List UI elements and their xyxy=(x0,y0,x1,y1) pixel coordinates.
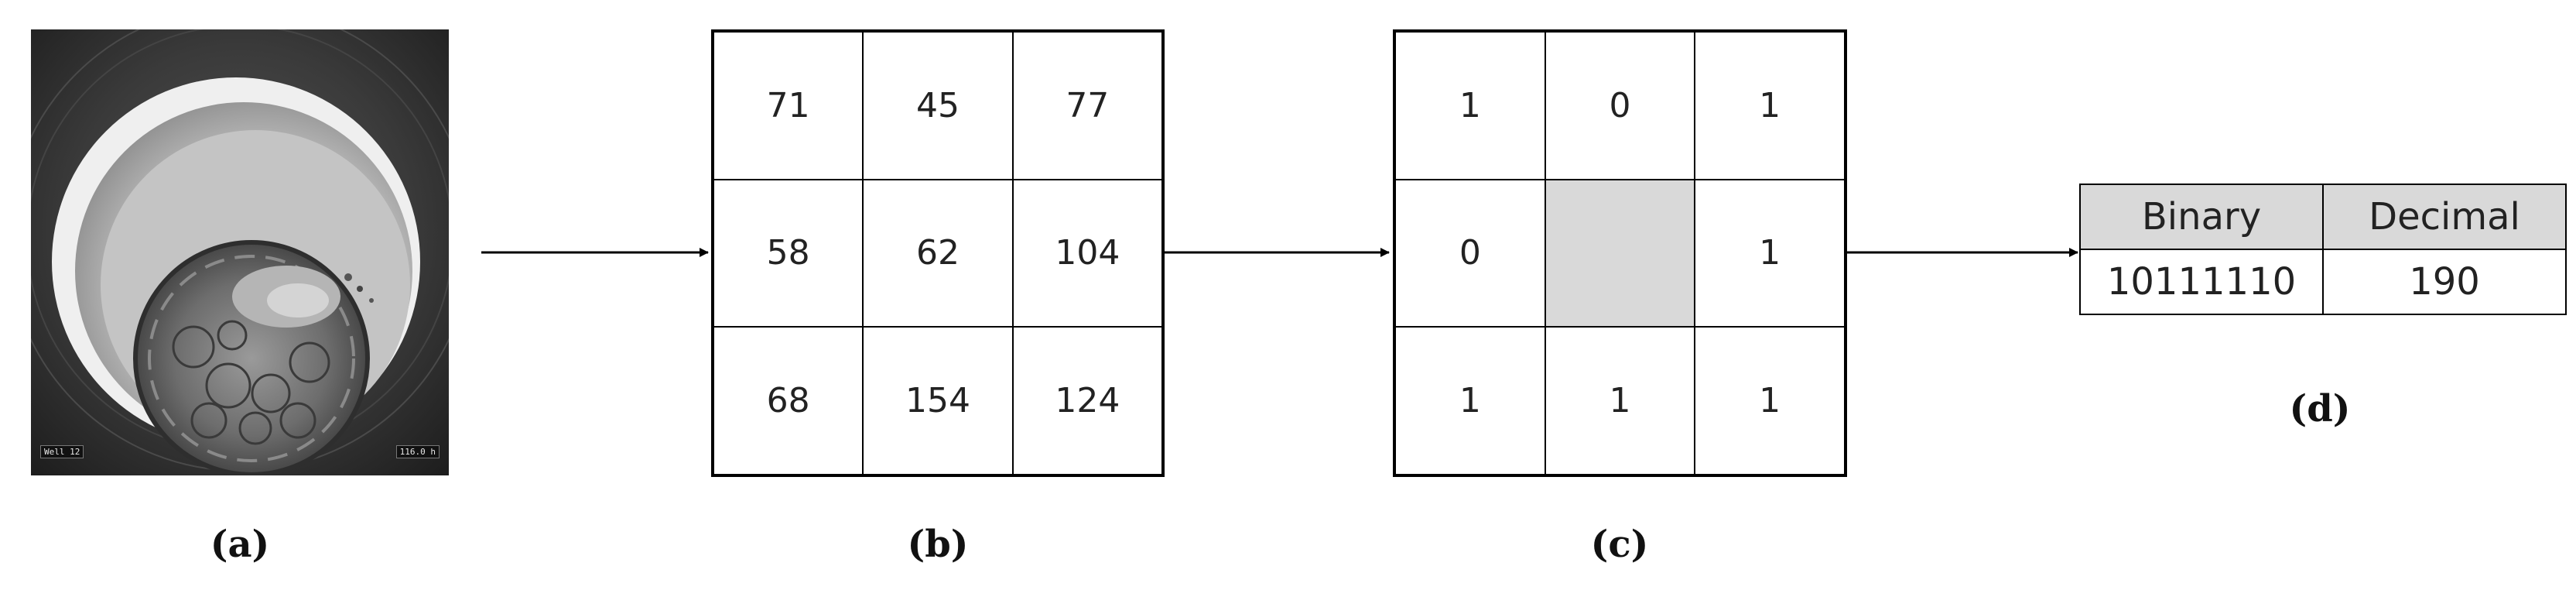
image-well-label: Well 12 xyxy=(40,445,84,458)
table-header-decimal: Decimal xyxy=(2322,184,2567,250)
grid-c-cell: 1 xyxy=(1395,327,1545,475)
grid-b-cell: 154 xyxy=(863,327,1013,475)
grid-b-cell: 104 xyxy=(1012,179,1162,328)
binary-threshold-grid: 1 0 1 0 1 1 1 1 xyxy=(1393,29,1847,477)
grid-b-cell: 58 xyxy=(713,179,864,328)
grid-c-cell: 0 xyxy=(1395,179,1545,328)
grid-c-cell: 1 xyxy=(1395,32,1545,180)
panel-label-d: (d) xyxy=(2289,387,2351,431)
grid-b-cell: 77 xyxy=(1012,32,1162,180)
table-cell-decimal: 190 xyxy=(2322,249,2567,315)
grid-c-cell: 1 xyxy=(1695,32,1845,180)
table-header-binary: Binary xyxy=(2079,184,2324,250)
image-time-label: 116.0 h xyxy=(395,445,440,458)
panel-label-c: (c) xyxy=(1590,523,1649,566)
panel-label-a: (a) xyxy=(210,523,270,566)
grid-c-cell: 1 xyxy=(1695,327,1845,475)
embryo-microscope-image: Well 12 116.0 h xyxy=(31,29,449,475)
grid-c-cell: 1 xyxy=(1545,327,1695,475)
table-cell-binary: 10111110 xyxy=(2079,249,2324,315)
grid-c-cell: 1 xyxy=(1695,179,1845,328)
pixel-intensity-grid: 71 45 77 58 62 104 68 154 124 xyxy=(711,29,1165,477)
grid-b-cell: 71 xyxy=(713,32,864,180)
lbp-result-table: Binary Decimal 10111110 190 xyxy=(2079,184,2567,315)
table-row: 10111110 190 xyxy=(2079,249,2567,315)
grid-c-cell: 0 xyxy=(1545,32,1695,180)
grid-b-cell: 45 xyxy=(863,32,1013,180)
grid-c-center-cell xyxy=(1545,179,1695,328)
table-header-row: Binary Decimal xyxy=(2079,184,2567,250)
grid-b-cell: 124 xyxy=(1012,327,1162,475)
panel-label-b: (b) xyxy=(907,523,969,566)
grid-b-cell: 68 xyxy=(713,327,864,475)
grid-b-center-cell: 62 xyxy=(863,179,1013,328)
